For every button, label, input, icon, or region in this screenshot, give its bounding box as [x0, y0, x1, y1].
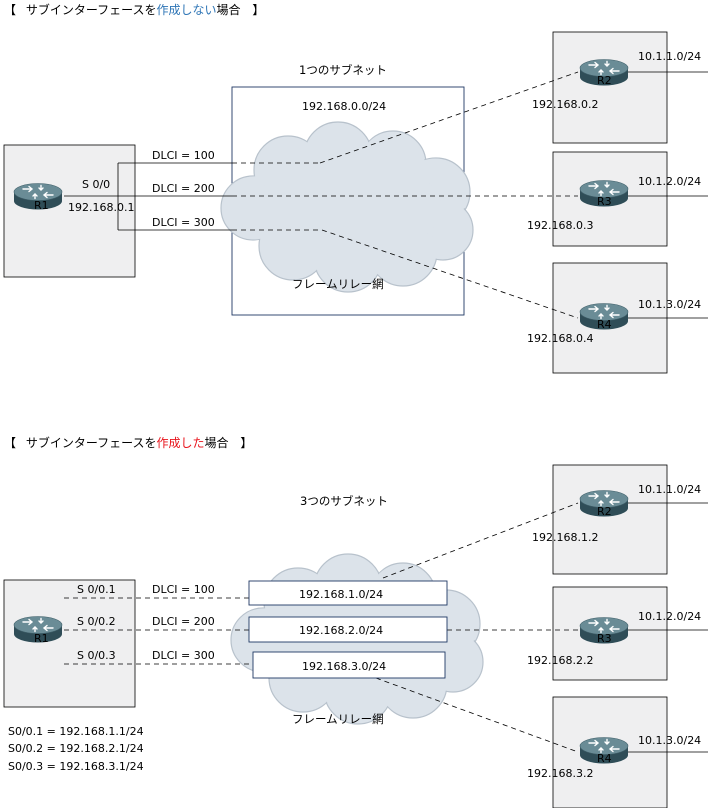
r2-net-bottom: 10.1.1.0/24: [638, 483, 701, 496]
r1-ip: 192.168.0.1: [68, 201, 134, 214]
r3-label-bottom: R3: [597, 632, 612, 645]
r1-label-bottom: R1: [34, 632, 49, 645]
subnet-2-label: 192.168.2.0/24: [299, 624, 383, 637]
bottom-diagram: 【 サブインターフェースを作成した場合 】: [3, 435, 708, 808]
dlci-100-bottom: DLCI = 100: [152, 583, 215, 596]
assignment-1: S0/0.1 = 192.168.1.1/24: [8, 725, 144, 738]
r1-box-bottom: [3, 579, 136, 708]
port-1: S 0/0.1: [77, 583, 116, 596]
r1-bracket: [64, 162, 232, 231]
r3-label: R3: [597, 195, 612, 208]
r2-box: [552, 31, 668, 144]
r1-port: S 0/0: [82, 178, 110, 191]
r2-label-bottom: R2: [597, 505, 612, 518]
r4-net: 10.1.3.0/24: [638, 298, 701, 311]
r4-ip: 192.168.0.4: [527, 332, 593, 345]
r2-ip-bottom: 192.168.1.2: [532, 531, 598, 544]
subnet-label: 1つのサブネット: [299, 63, 387, 77]
r3-net-bottom: 10.1.2.0/24: [638, 610, 701, 623]
top-diagram: 【 サブインターフェースを作成しない場合 】: [3, 2, 708, 374]
dlci-200-bottom: DLCI = 200: [152, 615, 215, 628]
r4-label-bottom: R4: [597, 752, 612, 765]
port-2: S 0/0.2: [77, 615, 116, 628]
r2-ip: 192.168.0.2: [532, 98, 598, 111]
subnet-1-label: 192.168.1.0/24: [299, 588, 383, 601]
r2-label: R2: [597, 74, 612, 87]
port-3: S 0/0.3: [77, 649, 116, 662]
r4-label: R4: [597, 318, 612, 331]
r4-net-bottom: 10.1.3.0/24: [638, 734, 701, 747]
subnet-box-2: [248, 616, 448, 643]
top-lan-lines: [628, 71, 708, 319]
r1-box: [3, 144, 136, 278]
r3-ip-bottom: 192.168.2.2: [527, 654, 593, 667]
bottom-heading: 【 サブインターフェースを作成した場合 】: [4, 435, 252, 450]
r4-box-bottom: [552, 696, 668, 808]
dlci-300: DLCI = 300: [152, 216, 215, 229]
r3-ip: 192.168.0.3: [527, 219, 593, 232]
r2-net: 10.1.1.0/24: [638, 50, 701, 63]
network-label: 192.168.0.0/24: [302, 100, 386, 113]
r1-label: R1: [34, 199, 49, 212]
subnet-box-1: [248, 580, 448, 606]
r2-box-bottom: [552, 464, 668, 575]
bottom-virtual-circuits: [64, 502, 579, 753]
cloud-label: フレームリレー網: [292, 277, 384, 291]
r4-ip-bottom: 192.168.3.2: [527, 767, 593, 780]
subnet-3-label: 192.168.3.0/24: [302, 660, 386, 673]
subnet-box-3: [252, 651, 446, 679]
top-heading: 【 サブインターフェースを作成しない場合 】: [4, 2, 264, 17]
top-virtual-circuits: [232, 71, 579, 319]
bottom-lan-lines: [628, 502, 708, 753]
assignment-3: S0/0.3 = 192.168.3.1/24: [8, 760, 144, 773]
subnet-label-bottom: 3つのサブネット: [300, 494, 388, 508]
dlci-200: DLCI = 200: [152, 182, 215, 195]
dlci-300-bottom: DLCI = 300: [152, 649, 215, 662]
r3-net: 10.1.2.0/24: [638, 175, 701, 188]
assignment-2: S0/0.2 = 192.168.2.1/24: [8, 742, 144, 755]
cloud-label-bottom: フレームリレー網: [292, 712, 384, 726]
dlci-100: DLCI = 100: [152, 149, 215, 162]
